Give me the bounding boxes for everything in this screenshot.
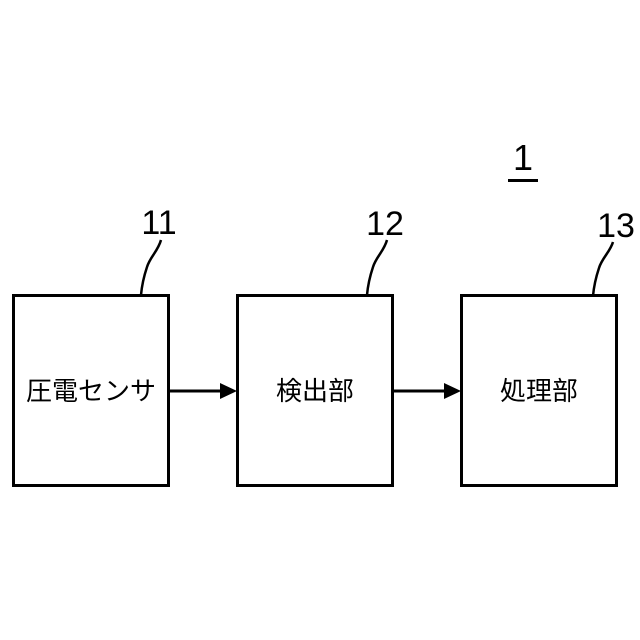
figure-number-label: 1 <box>507 140 539 182</box>
arrowhead-icon <box>220 383 237 399</box>
figure-number: 1 <box>502 140 544 182</box>
block-label-processing-unit: 処理部 <box>499 375 578 406</box>
arrow-sensor-to-detection <box>170 383 237 399</box>
block-label-piezoelectric-sensor: 圧電センサ <box>25 375 156 406</box>
leader-line-13 <box>591 241 615 297</box>
leader-line-11 <box>139 239 163 296</box>
ref-label-12: 12 <box>366 205 404 243</box>
ref-label-13: 13 <box>597 207 635 245</box>
ref-label-11: 11 <box>141 204 177 242</box>
arrow-detection-to-processing <box>394 383 461 399</box>
block-detection-unit: 検出部 <box>236 294 394 487</box>
leader-line-12 <box>365 239 389 296</box>
arrowhead-icon <box>444 383 461 399</box>
block-processing-unit: 処理部 <box>460 294 618 487</box>
block-label-detection-unit: 検出部 <box>275 375 354 406</box>
block-piezoelectric-sensor: 圧電センサ <box>12 294 170 487</box>
